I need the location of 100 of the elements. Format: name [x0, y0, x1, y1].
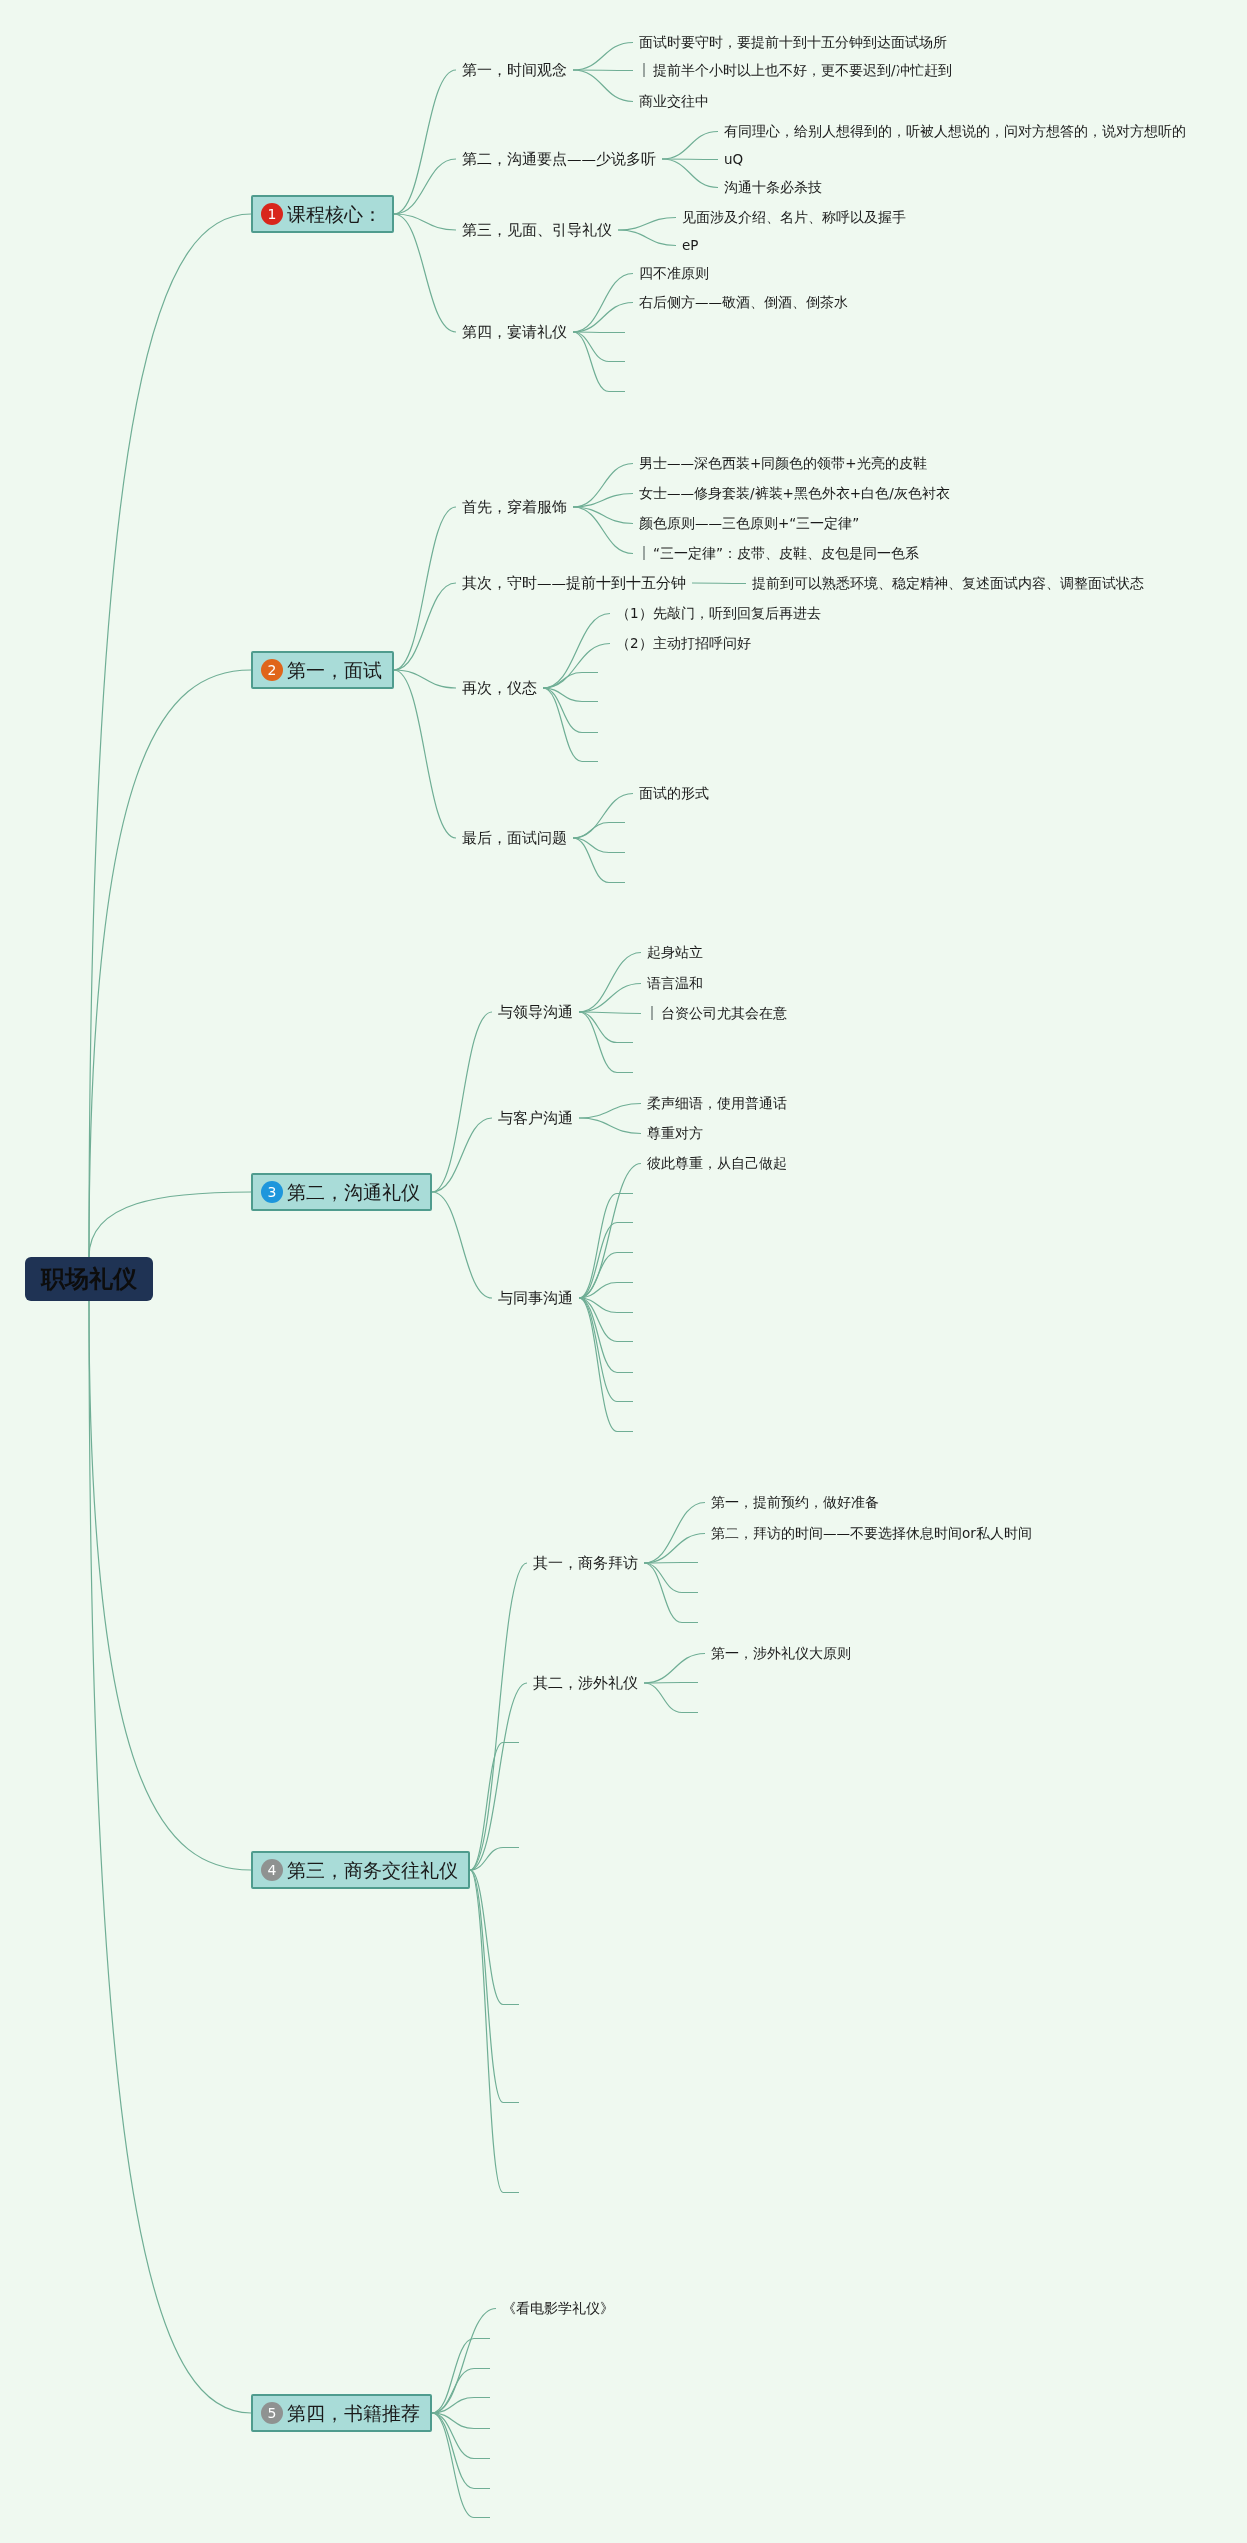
empty-branch-line	[474, 2337, 490, 2339]
branch-line	[643, 1562, 683, 1594]
empty-branch-line	[474, 2367, 490, 2369]
branch-line	[572, 837, 610, 884]
branch-line	[393, 669, 457, 689]
empty-branch-line	[474, 2457, 490, 2459]
empty-branch-line	[503, 2101, 519, 2103]
topic-box	[251, 1173, 432, 1211]
branch-line	[617, 229, 677, 247]
empty-branch-line	[609, 851, 625, 853]
branch-line	[572, 837, 610, 854]
branch-label: 再次，仪态	[456, 679, 543, 697]
branch-line	[643, 1562, 683, 1624]
empty-branch-line	[609, 360, 625, 362]
empty-branch-line	[617, 1192, 633, 1194]
branch-label: 起身站立	[641, 943, 709, 961]
branch-label: 《看电影学礼仪》	[496, 2299, 620, 2317]
branch-line	[578, 1011, 618, 1074]
number-badge: 5	[261, 2402, 283, 2424]
branch-line	[578, 1011, 618, 1044]
branch-label: 第一，时间观念	[456, 61, 573, 79]
number-badge: 2	[261, 659, 283, 681]
branch-line	[393, 213, 457, 333]
branch-line	[393, 158, 457, 215]
branch-label: 有同理心，给别人想得到的，听被人想说的，问对方想答的，说对方想听的	[718, 122, 1192, 140]
branch-label: 提前半个小时以上也不好，更不要迟到/冲忙赶到	[653, 61, 952, 78]
empty-branch-line	[609, 881, 625, 883]
branch-line	[542, 671, 583, 689]
branch-label: 语言温和	[641, 974, 709, 992]
branch-label: 其二，涉外礼仪	[527, 1674, 644, 1692]
empty-branch-line	[617, 1311, 633, 1313]
branch-label: 第一，提前预约，做好准备	[705, 1493, 885, 1511]
branch-label: 男士——深色西装+同颜色的领带+光亮的皮鞋	[633, 454, 933, 472]
branch-label: 颜色原则——三色原则+“三一定律”	[633, 514, 866, 532]
empty-branch-line	[503, 2003, 519, 2005]
branch-label: 彼此尊重，从自己做起	[641, 1154, 793, 1172]
empty-branch-line	[582, 671, 598, 673]
branch-line	[393, 669, 457, 839]
empty-branch-line	[503, 2191, 519, 2193]
topic-label: 第二，沟通礼仪	[287, 1180, 420, 1204]
empty-branch-line	[617, 1430, 633, 1432]
branch-label: 第四，宴请礼仪	[456, 323, 573, 341]
topic-box	[251, 1851, 470, 1889]
empty-branch-line	[609, 821, 625, 823]
empty-branch-line	[617, 1400, 633, 1402]
branch-line	[572, 69, 634, 72]
topic-box	[251, 195, 394, 233]
branch-label: uQ	[718, 150, 750, 168]
branch-label: 面试的形式	[633, 784, 715, 802]
empty-branch-line	[617, 1071, 633, 1073]
branch-line	[431, 1191, 493, 1299]
branch-label: 第二，沟通要点——少说多听	[456, 150, 662, 168]
branch-line	[431, 2412, 475, 2519]
central-topic-box: 职场礼仪	[25, 1257, 153, 1301]
branch-label: 第一，涉外礼仪大原则	[705, 1644, 857, 1662]
empty-branch-line	[474, 2516, 490, 2518]
branch-line	[469, 1869, 504, 2104]
branch-label: 四不准原则	[633, 264, 715, 282]
branch-label: 与客户沟通	[492, 1109, 579, 1127]
branch-label: （2）主动打招呼问好	[610, 634, 757, 652]
branch-label: 商业交往中	[633, 92, 715, 110]
empty-branch-line	[617, 1041, 633, 1043]
branch-label: 首先，穿着服饰	[456, 498, 573, 516]
branch-label: 右后侧方——敬酒、倒酒、倒茶水	[633, 293, 854, 311]
empty-branch-line	[503, 1846, 519, 1848]
empty-branch-line	[617, 1251, 633, 1253]
branch-label: 与同事沟通	[492, 1289, 579, 1307]
topic-label: 第四，书籍推荐	[287, 2401, 420, 2425]
topic-box	[251, 2394, 432, 2432]
branch-label: “三一定律”：皮带、皮鞋、皮包是同一色系	[653, 544, 919, 561]
branch-line	[469, 1869, 504, 2006]
branch-label: 尊重对方	[641, 1124, 709, 1142]
branch-label: 其次，守时——提前十到十五分钟	[456, 574, 692, 592]
topic-label: 课程核心：	[287, 202, 382, 226]
branch-line	[88, 1300, 252, 2414]
branch-label: 最后，面试问题	[456, 829, 573, 847]
branch-label: 台资公司尤其会在意	[661, 1004, 787, 1021]
empty-branch-line	[609, 390, 625, 392]
branch-line	[572, 506, 634, 555]
branch-label: （1）先敲门，听到回复后再进去	[610, 604, 827, 622]
number-badge: 4	[261, 1859, 283, 1881]
branch-label: 其一，商务拜访	[527, 1554, 644, 1572]
number-badge: 3	[261, 1181, 283, 1203]
branch-label: 提前到可以熟悉环境、稳定精神、复述面试内容、调整面试状态	[746, 574, 1150, 592]
topic-label: 第三，商务交往礼仪	[287, 1858, 458, 1882]
branch-line	[572, 331, 610, 363]
empty-branch-line	[582, 731, 598, 733]
empty-branch-line	[582, 760, 598, 762]
branch-line	[469, 1741, 504, 1871]
branch-line	[691, 582, 747, 585]
empty-branch-line	[682, 1591, 698, 1593]
empty-branch-line	[682, 1681, 698, 1683]
empty-branch-line	[474, 2487, 490, 2489]
branch-line	[88, 669, 252, 1258]
branch-label: 见面涉及介绍、名片、称呼以及握手	[676, 208, 912, 226]
number-badge: 1	[261, 203, 283, 225]
empty-branch-line	[503, 1741, 519, 1743]
branch-line	[643, 1681, 683, 1684]
branch-line	[578, 1117, 642, 1135]
branch-line	[542, 687, 583, 703]
